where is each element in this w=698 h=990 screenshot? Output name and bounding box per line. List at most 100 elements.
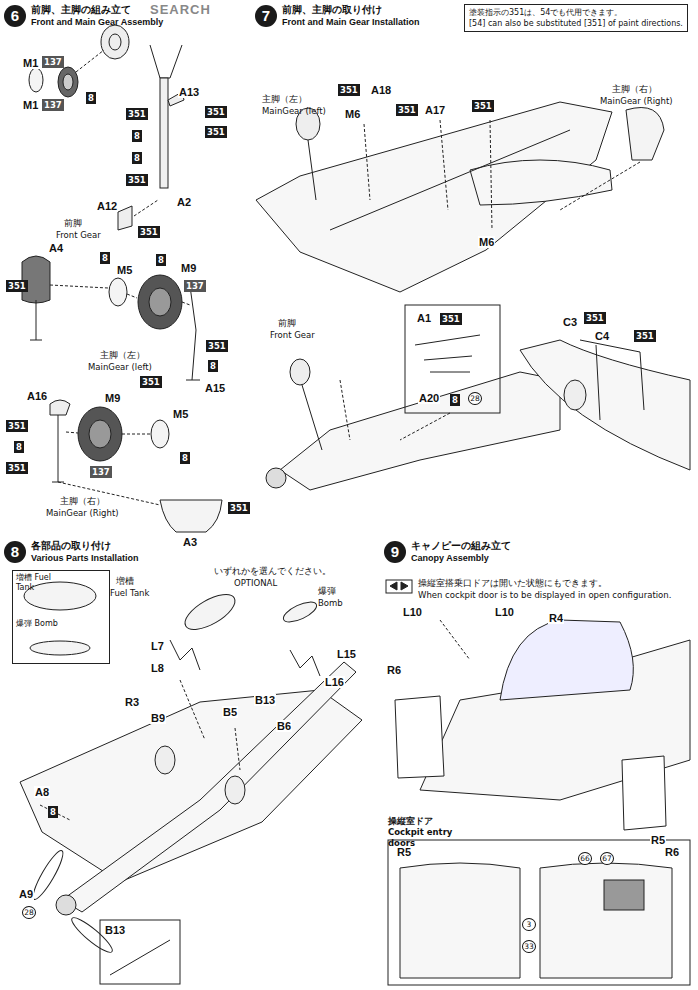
- part-number: B5: [222, 706, 238, 718]
- step-title: 各部品の取り付け: [31, 540, 139, 552]
- paint-code: 351: [6, 462, 28, 474]
- part-number: L15: [336, 648, 357, 660]
- part-number: B13: [104, 924, 126, 936]
- step-title: Front and Main Gear Assembly: [31, 16, 163, 28]
- part-number: L8: [150, 662, 165, 674]
- part-number: A15: [204, 382, 226, 394]
- paint-code: 351: [126, 108, 148, 120]
- note-text: 塗装指示の351は、54でも代用できます。: [469, 7, 683, 18]
- paint-code: 3: [522, 918, 536, 931]
- paint-code: 28: [22, 906, 36, 919]
- note-text: 爆弾: [318, 586, 336, 598]
- paint-code: 137: [42, 99, 64, 111]
- note-text: MainGear (left): [262, 106, 326, 116]
- part-number: C4: [594, 330, 610, 342]
- note-text: 増槽: [116, 576, 134, 588]
- paint-code: 351: [228, 502, 250, 514]
- note-text: Bomb: [318, 598, 343, 608]
- part-number: M1: [22, 57, 39, 69]
- paint-code: 33: [522, 940, 536, 953]
- part-number: C3: [562, 316, 578, 328]
- paint-code: 351: [6, 420, 28, 432]
- part-number: A2: [176, 196, 192, 208]
- note-text: 主脚（左）: [262, 94, 307, 106]
- step-title: Front and Main Gear Installation: [282, 16, 420, 28]
- step-title: 前脚、主脚の取り付け: [282, 4, 420, 16]
- part-number: R5: [650, 834, 666, 846]
- paint-code: 351: [584, 312, 606, 324]
- paint-code: 8: [208, 360, 218, 372]
- paint-code: 351: [206, 340, 228, 352]
- note-text: When cockpit door is to be displayed in …: [418, 590, 671, 600]
- step-title: 前脚、主脚の組み立て: [31, 4, 163, 16]
- part-number: R6: [386, 664, 402, 676]
- note-text: OPTIONAL: [234, 578, 277, 588]
- part-number: A13: [178, 86, 200, 98]
- note-text: Fuel Tank: [110, 588, 149, 598]
- step-heading: 8各部品の取り付けVarious Parts Installation: [4, 540, 139, 564]
- note-text: MainGear (Right): [46, 508, 119, 518]
- inset-box: 増槽 Fuel Tank爆弾 Bomb: [12, 570, 110, 664]
- paint-code: 351: [205, 126, 227, 138]
- step-heading: 6 前脚、主脚の組み立てFront and Main Gear Assembly: [4, 4, 163, 28]
- note-text: MainGear (left): [88, 362, 152, 372]
- note-text: いずれかを選んでください。: [214, 566, 331, 578]
- part-number: M5: [172, 408, 189, 420]
- part-number: A17: [424, 104, 446, 116]
- paint-code: 137: [42, 56, 64, 68]
- part-number: B13: [254, 694, 276, 706]
- note-text: Front Gear: [56, 230, 101, 240]
- paint-code: 8: [48, 806, 58, 818]
- part-number: B9: [150, 712, 166, 724]
- note-text: 爆弾 Bomb: [16, 619, 60, 629]
- paint-code: 8: [14, 441, 24, 453]
- part-number: L16: [324, 676, 345, 688]
- paint-code: 8: [132, 130, 142, 142]
- paint-code: 351: [138, 226, 160, 238]
- paint-code: 137: [184, 280, 206, 292]
- paint-code: 351: [338, 84, 360, 96]
- paint-code: 8: [450, 394, 460, 406]
- step-heading: 9 キャノピーの組み立てCanopy Assembly: [384, 540, 511, 564]
- paint-code: 351: [472, 100, 494, 112]
- paint-code: 28: [468, 392, 482, 405]
- paint-code: 351: [205, 106, 227, 118]
- note-text: 主脚（右）: [60, 496, 105, 508]
- part-number: L10: [402, 606, 423, 618]
- note-text: MainGear (Right): [600, 96, 673, 106]
- step-title: キャノピーの組み立て: [411, 540, 511, 552]
- step-number: 9: [384, 541, 406, 563]
- paint-code: 8: [132, 152, 142, 164]
- part-number: R3: [124, 696, 140, 708]
- paint-code: 351: [440, 313, 462, 325]
- paint-code: 66: [578, 852, 592, 865]
- paint-code: 67: [600, 852, 614, 865]
- note-text: 前脚: [64, 218, 82, 230]
- note-text: 前脚: [278, 318, 296, 330]
- paint-code: 137: [90, 466, 112, 478]
- note-text: [54] can also be substituted [351] of pa…: [469, 18, 683, 29]
- part-number: L7: [150, 640, 165, 652]
- part-number: L10: [494, 606, 515, 618]
- part-number: A20: [418, 392, 440, 404]
- note-text: 主脚（右）: [612, 84, 657, 96]
- part-number: M6: [344, 108, 361, 120]
- part-number: B6: [276, 720, 292, 732]
- part-number: A1: [416, 312, 432, 324]
- watermark: SEARCH: [150, 2, 211, 17]
- paint-code: 8: [100, 252, 110, 264]
- paint-code: 351: [6, 280, 28, 292]
- part-number: A3: [182, 536, 198, 548]
- paint-code: 351: [140, 376, 162, 388]
- step-number: 6: [4, 5, 26, 27]
- step-title: Various Parts Installation: [31, 552, 139, 564]
- step-title: Canopy Assembly: [411, 552, 511, 564]
- note-text: Front Gear: [270, 330, 315, 340]
- part-number: M6: [478, 236, 495, 248]
- paint-code: 351: [396, 104, 418, 116]
- paint-code: 8: [180, 452, 190, 464]
- paint-code: 351: [634, 330, 656, 342]
- part-number: M1: [22, 99, 39, 111]
- inset-box: 操縦室ドア Cockpit entry doors: [388, 816, 458, 849]
